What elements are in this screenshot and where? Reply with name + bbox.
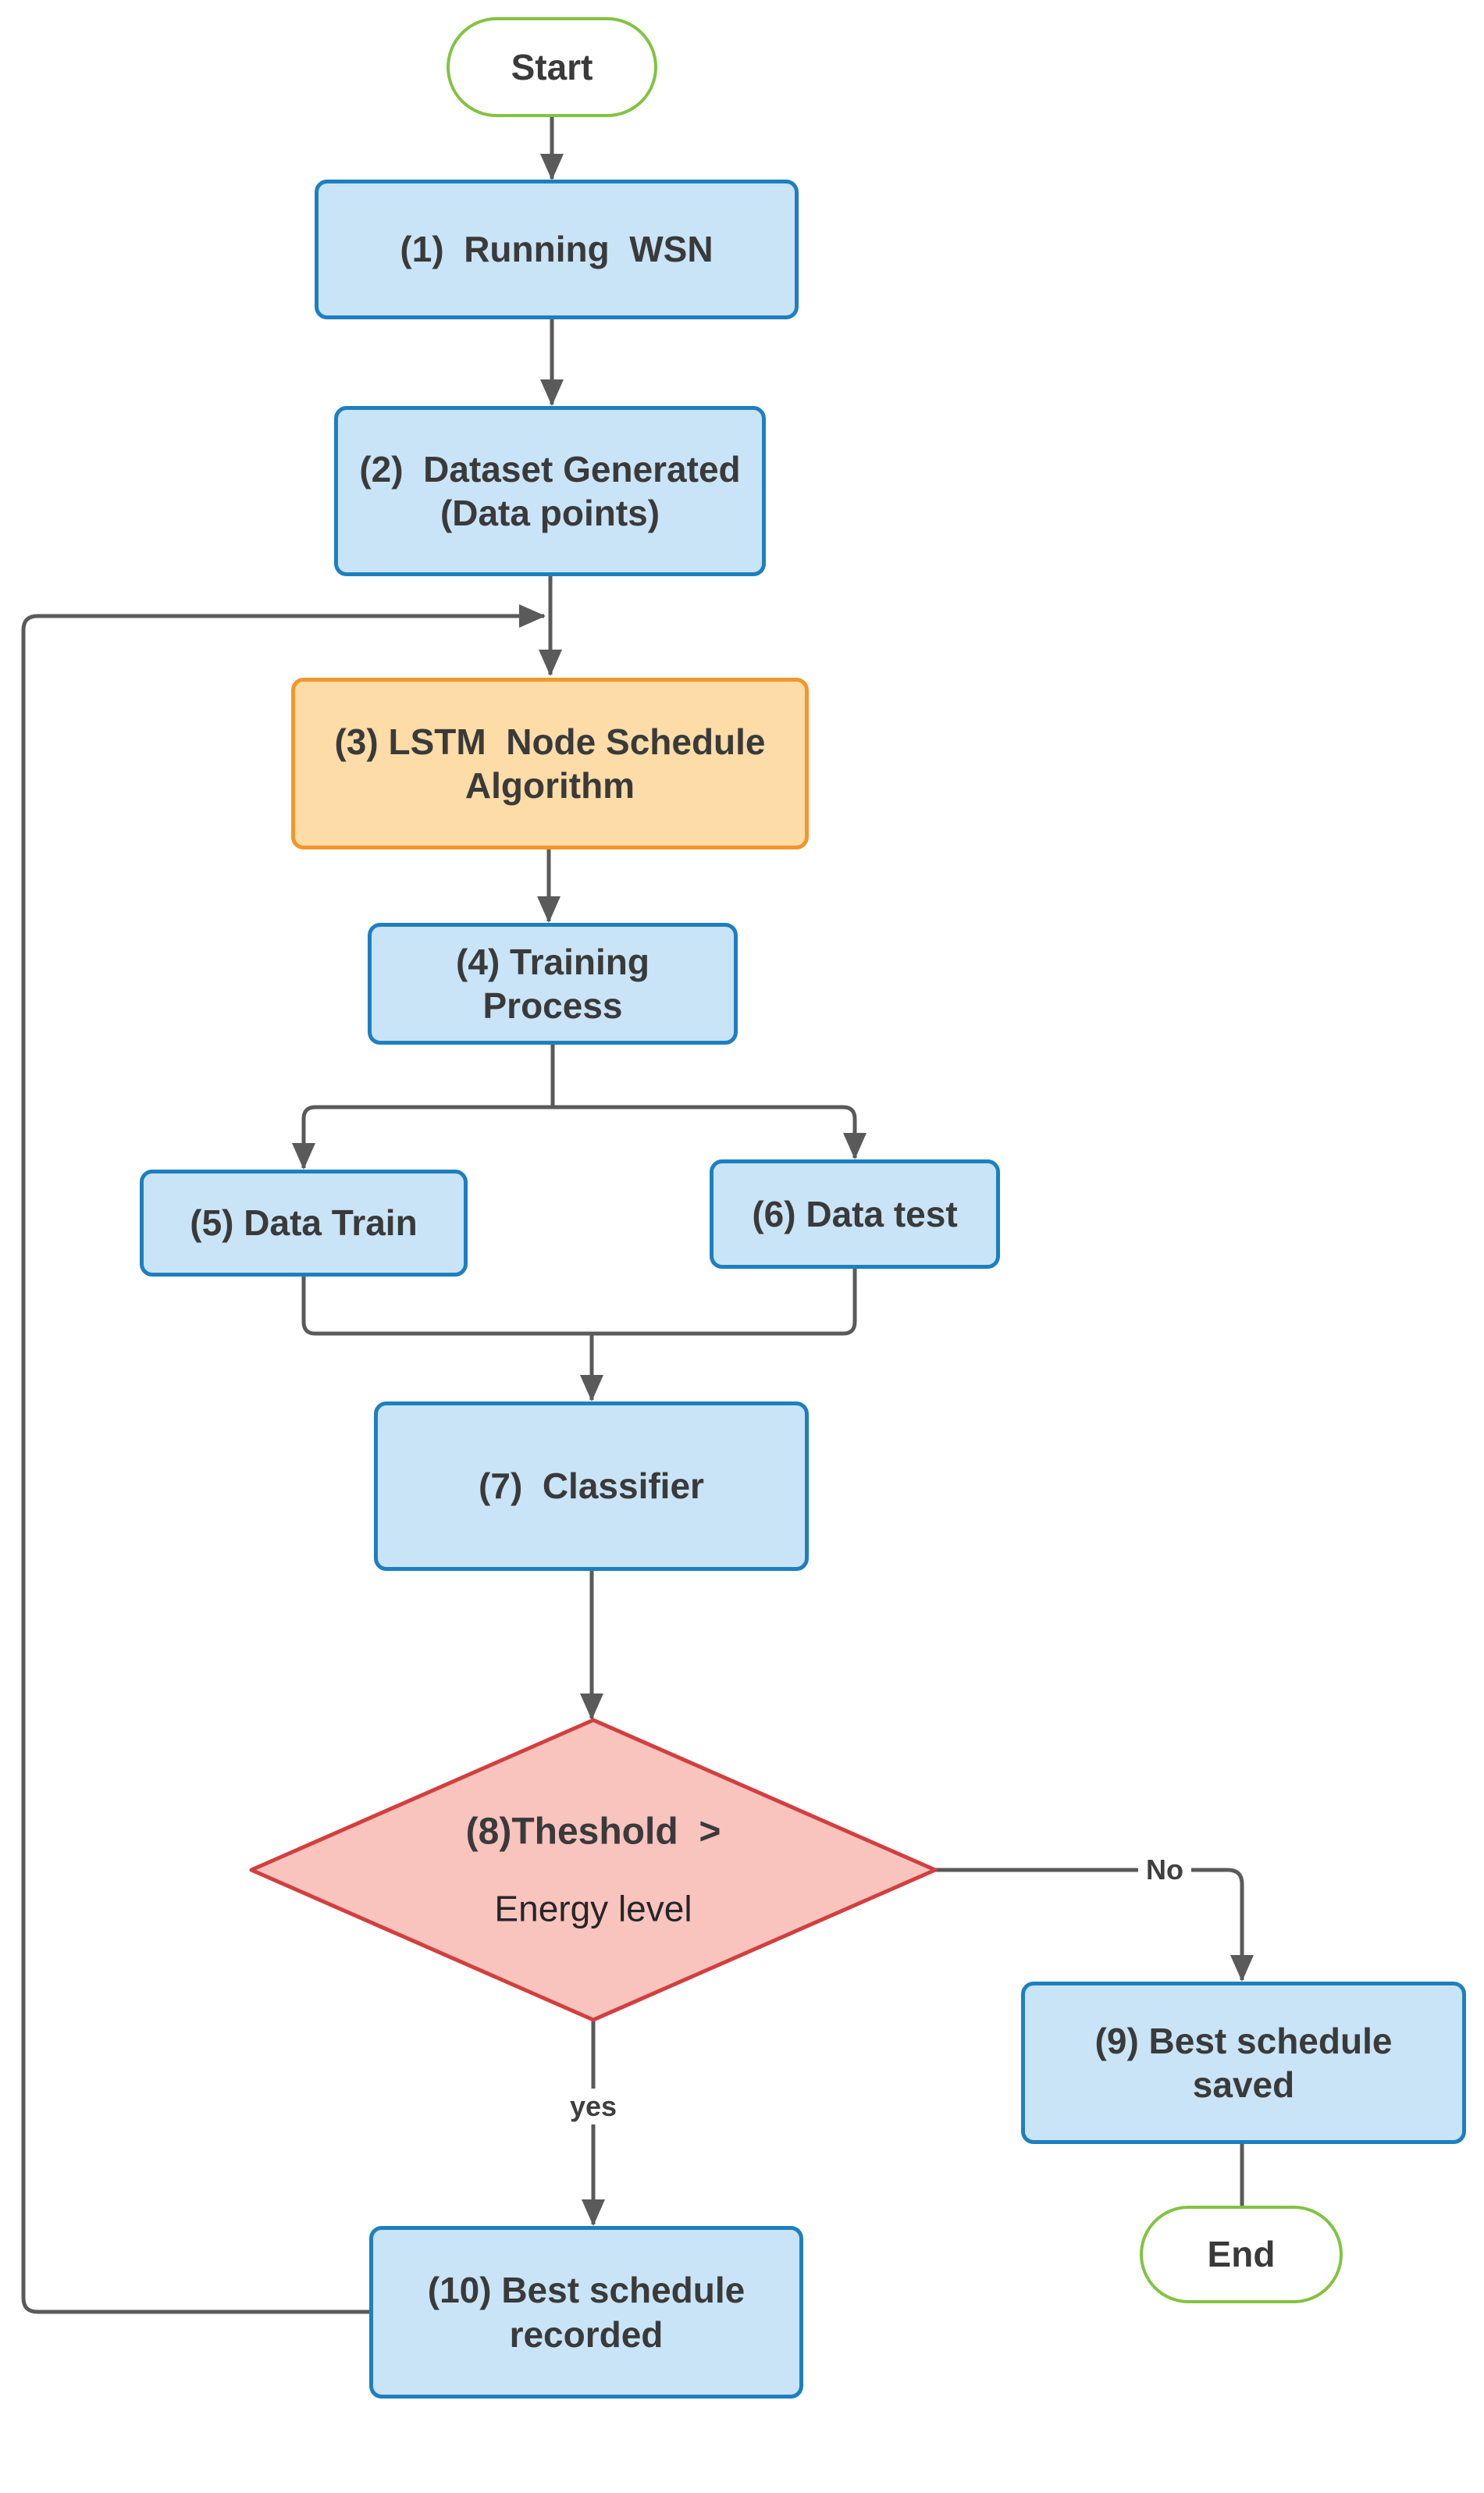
node-step5-data-train: (5) Data Train xyxy=(140,1170,468,1277)
node-decision8-label-line1: (8)Theshold > xyxy=(465,1811,721,1853)
node-step9-label-line1: (9) Best schedule xyxy=(1094,2020,1393,2061)
node-step3-lstm-schedule-algorithm: (3) LSTM Node Schedule Algorithm xyxy=(291,678,809,849)
node-step10-label-line1: (10) Best schedule xyxy=(427,2270,746,2311)
node-step2-label-line2: (Data points) xyxy=(440,493,660,533)
node-step6-label: (6) Data test xyxy=(752,1193,958,1234)
node-step6-data-test: (6) Data test xyxy=(710,1159,1000,1269)
node-step4-label-line2: Process xyxy=(482,985,623,1026)
edge-split-to-step5 xyxy=(292,1105,553,1170)
node-start-label: Start xyxy=(511,46,593,87)
node-end-label: End xyxy=(1207,2234,1276,2275)
edge-label-no: No xyxy=(1138,1852,1191,1888)
node-decision8-threshold-label: (8)Theshold > Energy level xyxy=(466,1777,721,1963)
edge-no-to-step9 xyxy=(935,1868,1254,1982)
node-step10-label-line2: recorded xyxy=(509,2313,664,2355)
node-step2-dataset-generated: (2) Dataset Generated (Data points) xyxy=(334,406,766,576)
edge-merge-from-step6 xyxy=(592,1269,857,1336)
node-step4-training-process: (4) Training Process xyxy=(368,923,738,1045)
node-step1-label: (1) Running WSN xyxy=(400,229,714,270)
node-end: End xyxy=(1140,2206,1343,2303)
node-step9-best-schedule-saved: (9) Best schedule saved xyxy=(1021,1982,1466,2144)
decision-node-shape xyxy=(249,1718,938,2022)
node-step3-label-line2: Algorithm xyxy=(464,765,635,806)
node-step9-label-line2: saved xyxy=(1192,2064,1295,2105)
edge-split-to-step6 xyxy=(553,1105,867,1159)
node-step10-best-schedule-recorded: (10) Best schedule recorded xyxy=(369,2226,803,2399)
node-step2-label-line1: (2) Dataset Generated xyxy=(359,448,741,490)
node-step4-label-line1: (4) Training xyxy=(456,941,649,982)
node-step7-classifier: (7) Classifier xyxy=(374,1401,809,1571)
node-step1-running-wsn: (1) Running WSN xyxy=(315,180,799,319)
edge-merge-from-step5 xyxy=(301,1277,592,1336)
node-step7-label: (7) Classifier xyxy=(479,1466,704,1507)
node-step3-label-line1: (3) LSTM Node Schedule xyxy=(334,721,766,762)
edge-label-yes: yes xyxy=(561,2089,625,2124)
node-start: Start xyxy=(447,17,657,117)
node-decision8-label-line2: Energy level xyxy=(494,1888,692,1929)
node-step5-label: (5) Data Train xyxy=(190,1202,418,1244)
edge-feedback-loop xyxy=(21,604,546,2314)
